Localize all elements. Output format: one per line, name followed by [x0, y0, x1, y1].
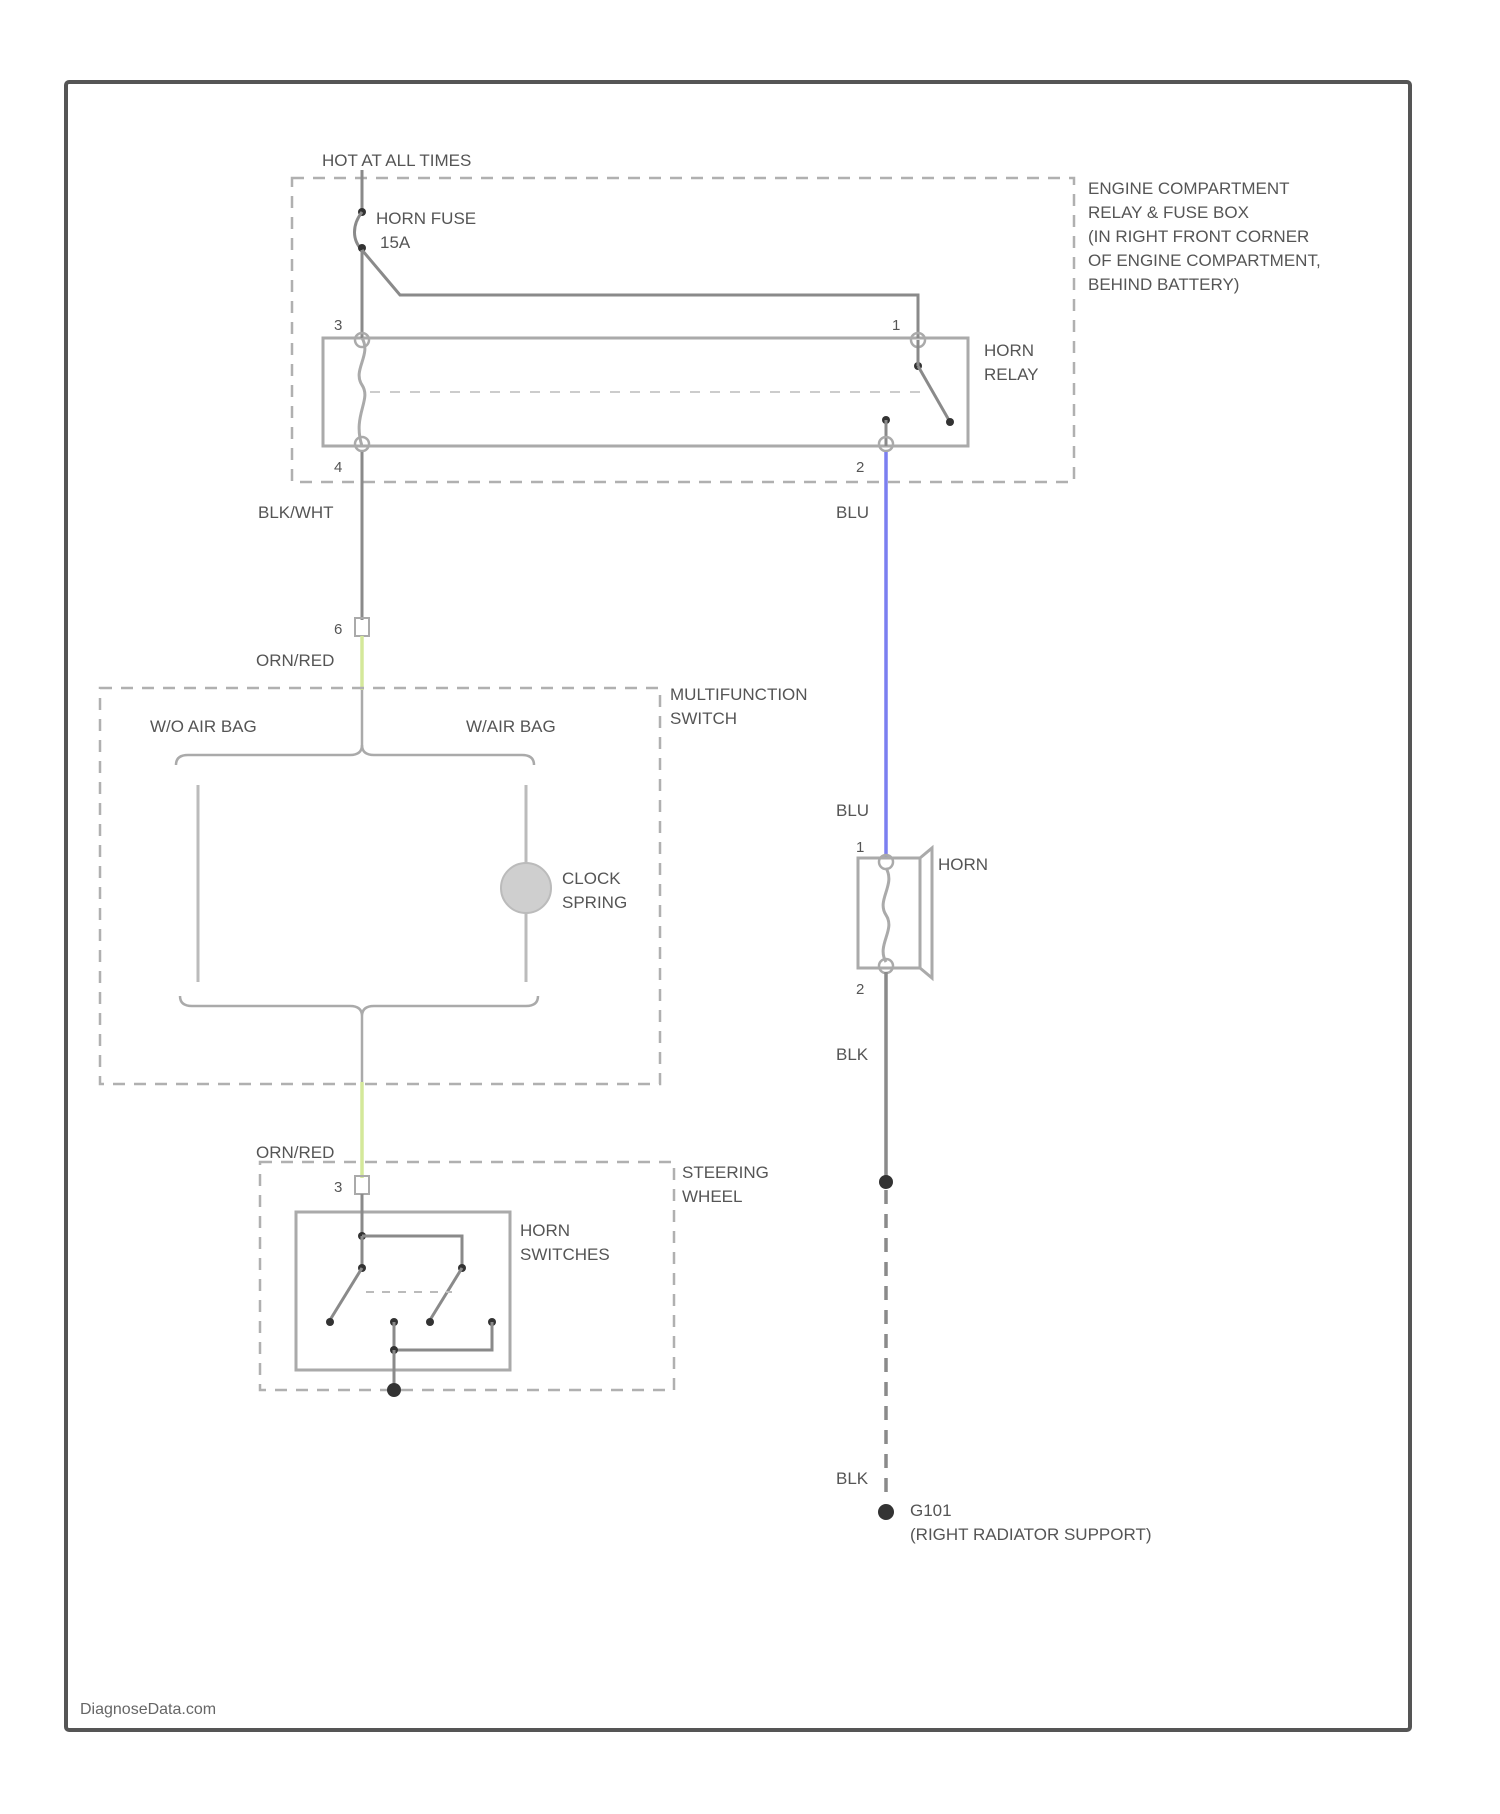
pin-relay-2: 2 — [856, 459, 864, 476]
steering-ground-dot — [387, 1383, 401, 1397]
clock-spring — [501, 863, 551, 913]
connector-c — [355, 618, 369, 636]
label-relay2: RELAY — [984, 365, 1039, 384]
hs-ground-bus — [394, 1322, 492, 1350]
label-hs1: HORN — [520, 1221, 570, 1240]
pin-steering: 3 — [334, 1179, 342, 1196]
pin-horn-2: 2 — [856, 981, 864, 998]
label-relay1: HORN — [984, 341, 1034, 360]
label-box4: OF ENGINE COMPARTMENT, — [1088, 251, 1321, 270]
label-fuse2: 15A — [380, 233, 411, 252]
label-box5: BEHIND BATTERY) — [1088, 275, 1239, 294]
label-gnd2: (RIGHT RADIATOR SUPPORT) — [910, 1525, 1152, 1544]
label-box3: (IN RIGHT FRONT CORNER — [1088, 227, 1309, 246]
fuse-to-relay-pin1 — [362, 250, 918, 338]
steering-wheel-outline — [260, 1162, 674, 1390]
label-mfs1: MULTIFUNCTION — [670, 685, 808, 704]
horn-bell — [920, 848, 932, 978]
label-wire-blu-mid: BLU — [836, 801, 869, 820]
label-gnd1: G101 — [910, 1501, 952, 1520]
hs-right-tip — [426, 1318, 434, 1326]
watermark: DiagnoseData.com — [80, 1701, 216, 1718]
label-wire-blkwht: BLK/WHT — [258, 503, 334, 522]
label-box1: ENGINE COMPARTMENT — [1088, 179, 1290, 198]
label-box2: RELAY & FUSE BOX — [1088, 203, 1249, 222]
connector-s — [355, 1176, 369, 1194]
label-fuse1: HORN FUSE — [376, 209, 476, 228]
label-clock2: SPRING — [562, 893, 627, 912]
horn-coil — [883, 868, 889, 962]
pin-horn-1: 1 — [856, 839, 864, 856]
pin-connector-c: 6 — [334, 621, 342, 638]
hs-left-switch — [330, 1268, 362, 1320]
label-clock1: CLOCK — [562, 869, 621, 888]
pin-relay-3: 3 — [334, 317, 342, 334]
pin-relay-1: 1 — [892, 317, 900, 334]
label-w-airbag: W/AIR BAG — [466, 717, 556, 736]
top-brace — [176, 745, 534, 765]
hs-left-tip — [326, 1318, 334, 1326]
label-hot: HOT AT ALL TIMES — [322, 151, 471, 170]
label-wire-orn2: ORN/RED — [256, 1143, 334, 1162]
label-wire-blk1: BLK — [836, 1045, 869, 1064]
label-hs2: SWITCHES — [520, 1245, 610, 1264]
relay-switch-arm — [918, 366, 950, 422]
pin-relay-4: 4 — [334, 459, 342, 476]
relay-coil — [359, 338, 365, 446]
label-mfs2: SWITCH — [670, 709, 737, 728]
relay-switch-tip — [946, 418, 954, 426]
hs-right-switch — [430, 1268, 462, 1320]
label-wire-blk2: BLK — [836, 1469, 869, 1488]
bottom-brace — [180, 996, 538, 1016]
hs-top-bus — [362, 1236, 462, 1268]
label-sw1: STEERING — [682, 1163, 769, 1182]
splice-dot — [879, 1175, 893, 1189]
label-sw2: WHEEL — [682, 1187, 742, 1206]
diagram-frame — [66, 82, 1410, 1730]
label-wire-orn1: ORN/RED — [256, 651, 334, 670]
label-wo-airbag: W/O AIR BAG — [150, 717, 257, 736]
label-horn: HORN — [938, 855, 988, 874]
label-wire-blu-top: BLU — [836, 503, 869, 522]
ground-g101 — [878, 1504, 894, 1520]
